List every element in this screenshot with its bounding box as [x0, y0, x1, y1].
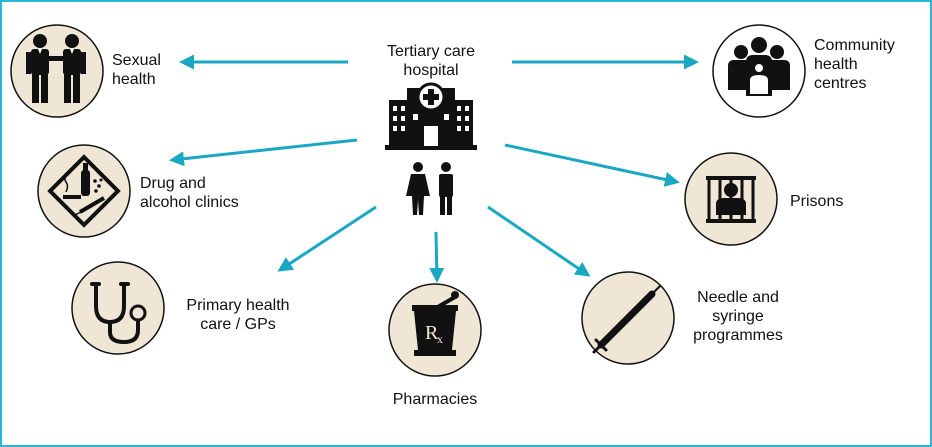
node-label-primary-care: Primary health care / GPs: [186, 297, 290, 333]
couple-icon: [26, 34, 86, 103]
node-label-sexual-health: Sexual health: [112, 52, 161, 88]
arrow-to-needle-syringe: [487, 205, 591, 277]
svg-text:x: x: [437, 332, 443, 346]
man-woman-icon: [406, 162, 453, 215]
svg-text:R: R: [425, 322, 439, 344]
prisoner-behind-bars-icon: [706, 176, 756, 223]
arrow-to-primary-care: [277, 205, 377, 272]
node-label-prisons: Prisons: [790, 193, 844, 210]
syringe-icon: [592, 285, 661, 354]
node-label-pharmacies: Pharmacies: [392, 391, 478, 408]
node-label-drug-alcohol: Drug and alcohol clinics: [140, 175, 239, 211]
arrow-to-prisons: [504, 143, 680, 187]
arrow-to-pharmacies: [429, 231, 445, 283]
node-label-needle-syringe: Needle and syringe programmes: [693, 289, 783, 344]
center-label: Tertiary care hospital: [386, 43, 476, 79]
hospital-building-icon: [385, 82, 477, 150]
drug-alcohol-sign-icon: [47, 154, 121, 228]
community-group-icon: [728, 37, 790, 96]
sexual-health-circle: [10, 24, 104, 118]
stethoscope-icon: [90, 282, 147, 345]
node-label-community-health: Community health centres: [814, 37, 895, 92]
arrow-to-drug-alcohol: [169, 138, 358, 167]
mortar-pestle-rx-icon: R x: [412, 291, 459, 356]
